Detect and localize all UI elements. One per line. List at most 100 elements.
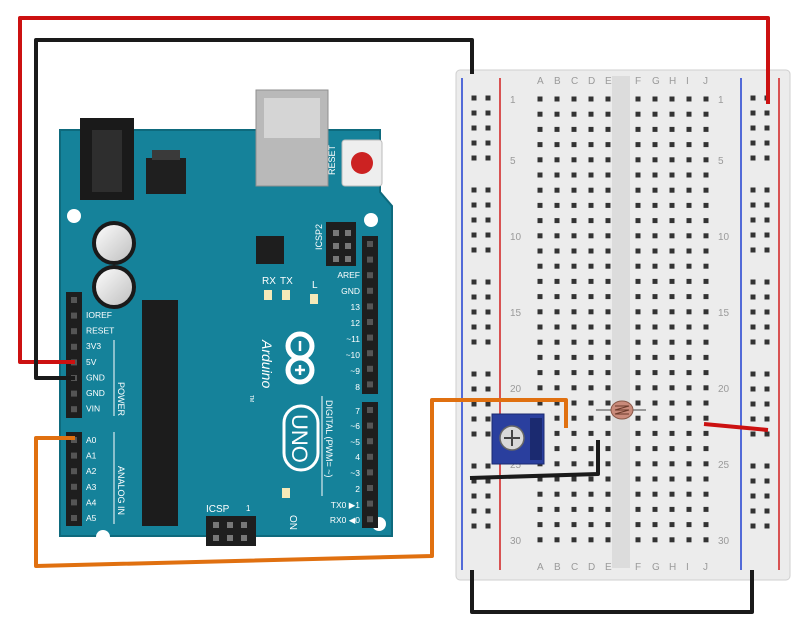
rail-hole [750, 202, 756, 208]
breadboard-hole [537, 506, 543, 512]
rail-hole [485, 416, 491, 422]
breadboard-hole [588, 278, 594, 284]
breadboard-hole [703, 461, 709, 467]
breadboard-holes [471, 95, 770, 543]
rail-hole [764, 125, 770, 131]
icsp-pin [241, 522, 247, 528]
rail-hole [471, 508, 477, 514]
breadboard-hole [703, 385, 709, 391]
breadboard-hole [703, 248, 709, 254]
breadboard-hole [571, 187, 577, 193]
breadboard-hole [537, 537, 543, 543]
breadboard-hole [605, 400, 611, 406]
rail-hole [750, 401, 756, 407]
breadboard-hole [652, 339, 658, 345]
digital-pin-label: 8 [355, 382, 360, 392]
breadboard-hole [605, 324, 611, 330]
rail-hole [764, 247, 770, 253]
breadboard-hole [588, 522, 594, 528]
breadboard-hole [554, 157, 560, 163]
breadboard-hole [703, 202, 709, 208]
breadboard-hole [605, 354, 611, 360]
icsp-pin [241, 535, 247, 541]
breadboard-hole [686, 248, 692, 254]
breadboard-hole [686, 491, 692, 497]
breadboard-hole [686, 294, 692, 300]
breadboard-hole [652, 111, 658, 117]
breadboard-hole [588, 537, 594, 543]
rail-hole [485, 339, 491, 345]
breadboard-hole [571, 476, 577, 482]
header-pins [71, 241, 373, 523]
breadboard-hole [686, 172, 692, 178]
breadboard-hole [635, 491, 641, 497]
icsp-pin [227, 535, 233, 541]
breadboard-hole [703, 278, 709, 284]
breadboard-hole [571, 461, 577, 467]
breadboard-hole [652, 309, 658, 315]
column-label: A [537, 76, 544, 87]
column-label: J [703, 562, 708, 573]
rail-hole [485, 493, 491, 499]
rail-hole [485, 401, 491, 407]
breadboard-hole [703, 476, 709, 482]
breadboard-hole [588, 446, 594, 452]
breadboard-hole [537, 354, 543, 360]
breadboard-hole [571, 157, 577, 163]
mounting-hole [364, 213, 378, 227]
breadboard-hole [669, 202, 675, 208]
breadboard-hole [703, 142, 709, 148]
column-label: C [571, 76, 578, 87]
breadboard-hole [537, 96, 543, 102]
wire-gnd-bottom [470, 570, 754, 614]
breadboard-hole [703, 446, 709, 452]
reset-button-cap[interactable] [351, 152, 373, 174]
digital-pin-label: RX0 ◀0 [330, 515, 360, 525]
breadboard-hole [652, 506, 658, 512]
breadboard-hole [669, 324, 675, 330]
breadboard-hole [554, 522, 560, 528]
breadboard-hole [703, 522, 709, 528]
breadboard-hole [652, 476, 658, 482]
breadboard-hole [635, 446, 641, 452]
rail-hole [764, 187, 770, 193]
rail-hole [471, 202, 477, 208]
breadboard-hole [571, 278, 577, 284]
breadboard-hole [686, 278, 692, 284]
tx-led [282, 290, 290, 300]
row-label: 1 [510, 95, 516, 106]
breadboard-hole [537, 248, 543, 254]
column-label: D [588, 562, 595, 573]
rail-hole [485, 110, 491, 116]
digital-pin-label: ~3 [350, 468, 360, 478]
tx-label: TX [280, 276, 293, 287]
voltage-regulator [146, 158, 186, 194]
icsp2-pin [345, 230, 351, 236]
column-label: G [652, 562, 660, 573]
rail-hole [764, 386, 770, 392]
l-label: L [312, 280, 318, 291]
photoresistor [596, 400, 646, 420]
breadboard-hole [571, 370, 577, 376]
breadboard-hole [669, 370, 675, 376]
breadboard-hole [571, 385, 577, 391]
rail-hole [471, 95, 477, 101]
row-label: 5 [718, 156, 724, 167]
breadboard-hole [571, 506, 577, 512]
header-pin [71, 390, 77, 397]
breadboard-hole [571, 263, 577, 269]
breadboard-hole [652, 522, 658, 528]
breadboard-hole [686, 476, 692, 482]
rail-hole [471, 431, 477, 437]
rail-hole [471, 371, 477, 377]
breadboard-hole [635, 537, 641, 543]
breadboard-hole [554, 400, 560, 406]
breadboard-hole [537, 187, 543, 193]
breadboard-hole [669, 248, 675, 254]
rail-hole [485, 508, 491, 514]
breadboard-hole [537, 172, 543, 178]
analog-pin-label: A0 [86, 435, 97, 445]
breadboard-hole [635, 248, 641, 254]
